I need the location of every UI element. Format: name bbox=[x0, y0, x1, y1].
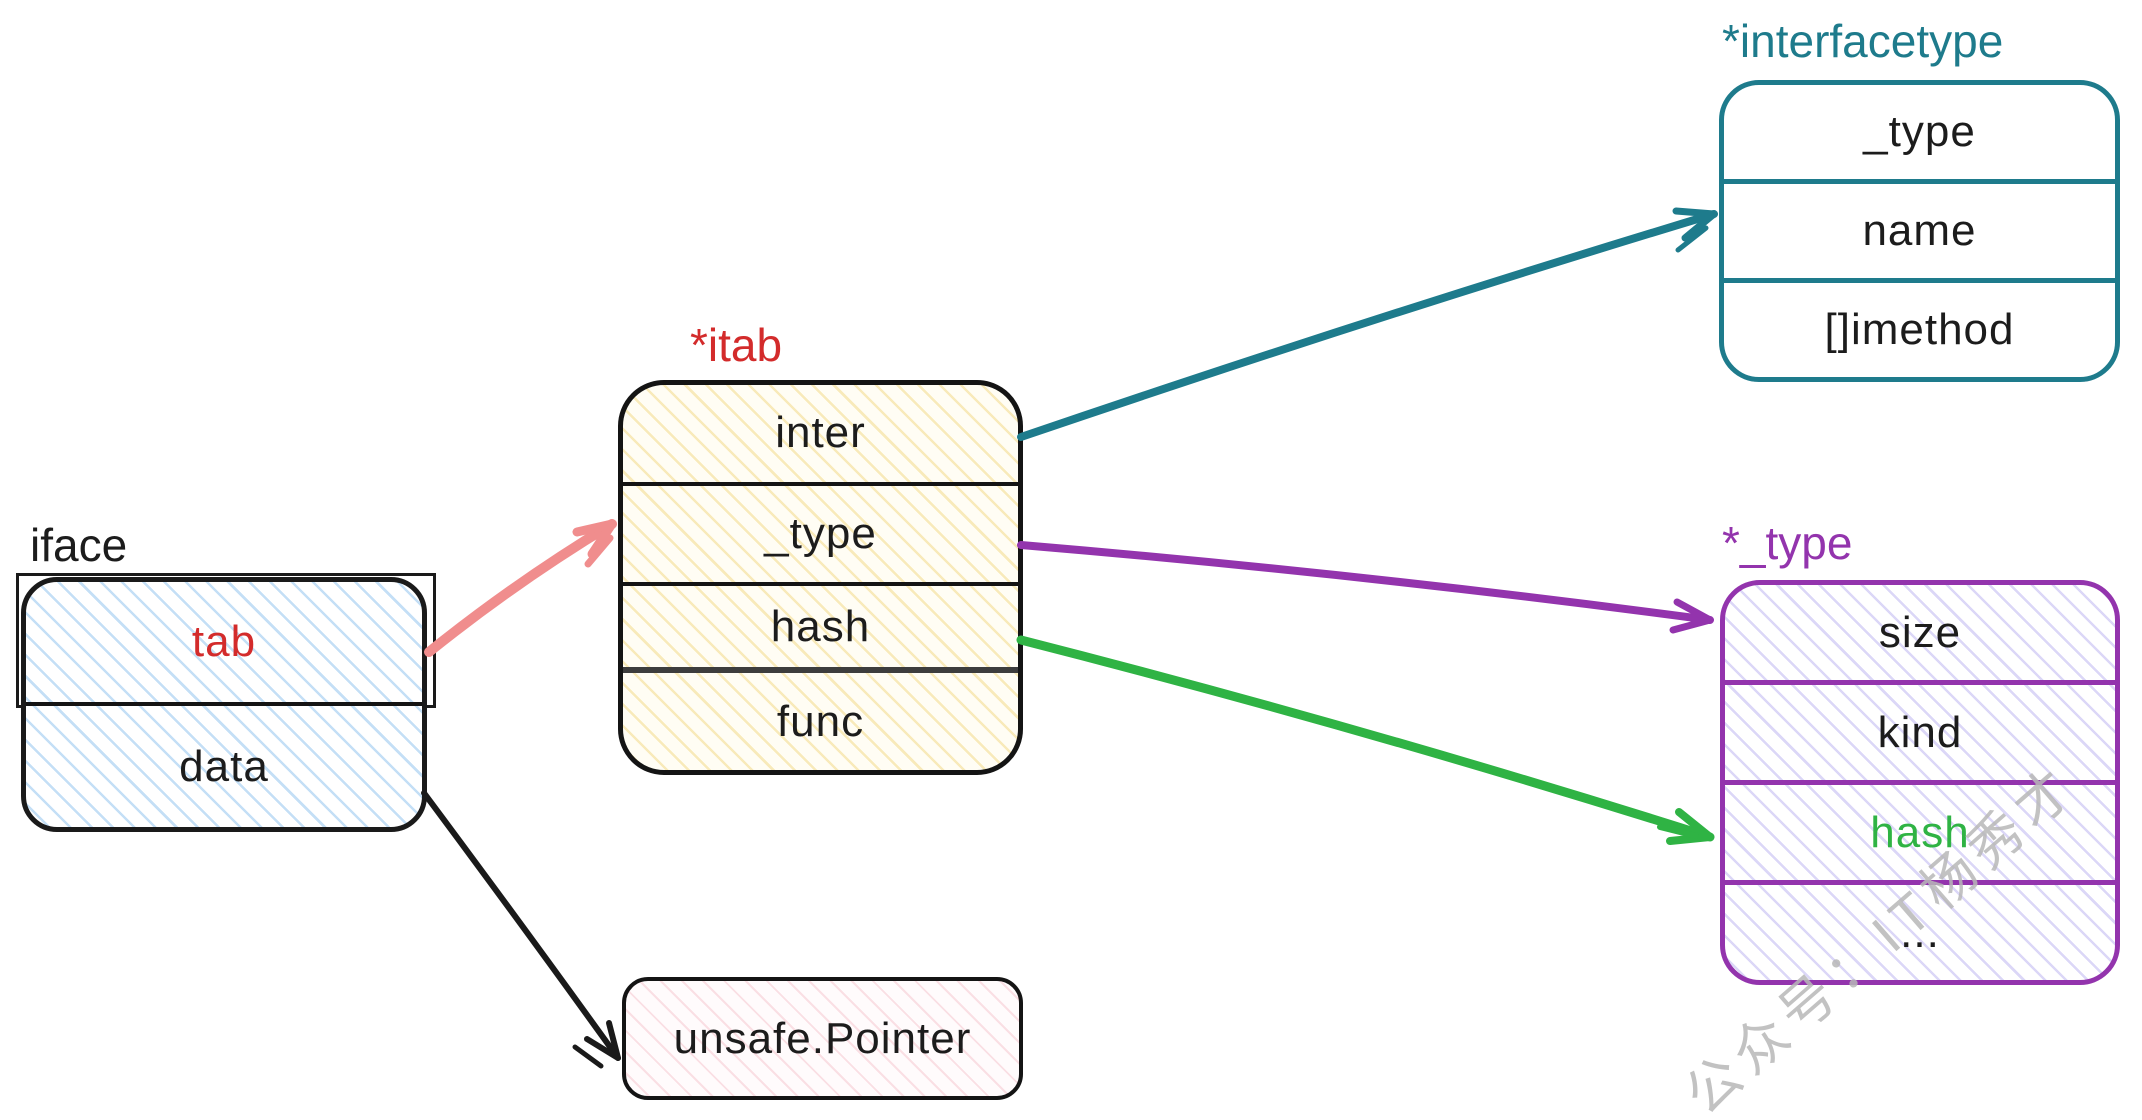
itab-row-hash: hash bbox=[623, 582, 1018, 667]
interfacetype-field-name: name bbox=[1862, 206, 1977, 255]
itab-row-inter: inter bbox=[623, 385, 1018, 482]
inter-to-interfacetype-arrow bbox=[1017, 207, 1718, 441]
type-field-size: size bbox=[1878, 607, 1962, 657]
unsafe-pointer-field: unsafe.Pointer bbox=[673, 1013, 972, 1063]
itab-label: *itab bbox=[690, 319, 783, 371]
itab-field-type: _type bbox=[764, 509, 877, 558]
itab-node: inter _type hash func bbox=[618, 380, 1023, 775]
type-label: *_type bbox=[1722, 517, 1853, 569]
type-field-kind: kind bbox=[1877, 707, 1963, 757]
type-field-hash: hash bbox=[1870, 807, 1970, 857]
iface-label: iface bbox=[30, 519, 128, 571]
interfacetype-field-type: _type bbox=[1863, 107, 1976, 156]
itab-field-inter: inter bbox=[775, 408, 866, 458]
itab-row-type: _type bbox=[623, 481, 1018, 583]
data-to-unsafe-arrow bbox=[421, 790, 621, 1069]
itab-field-func: func bbox=[776, 696, 865, 746]
itab-row-func: func bbox=[623, 667, 1018, 770]
type-row-hash: hash bbox=[1725, 780, 2115, 880]
interfacetype-field-imethod: []imethod bbox=[1824, 305, 2015, 354]
type-row-ellipsis: ... bbox=[1725, 880, 2115, 980]
unsafe-pointer-node: unsafe.Pointer bbox=[622, 977, 1023, 1100]
itab-field-hash: hash bbox=[770, 601, 871, 651]
iface-field-tab: tab bbox=[191, 617, 257, 666]
interfacetype-row-name: name bbox=[1724, 179, 2115, 278]
interfacetype-row-type: _type bbox=[1724, 85, 2115, 179]
unsafe-pointer-row: unsafe.Pointer bbox=[626, 981, 1019, 1096]
iface-field-data: data bbox=[179, 741, 269, 791]
iface-row-tab: tab bbox=[26, 582, 422, 702]
interfacetype-label: *interfacetype bbox=[1722, 15, 2004, 67]
hash-to-hash-arrow bbox=[1016, 635, 1715, 845]
type-to-type-arrow bbox=[1017, 541, 1714, 634]
type-row-kind: kind bbox=[1725, 680, 2115, 780]
type-node: size kind hash ... bbox=[1720, 580, 2120, 985]
interfacetype-node: _type name []imethod bbox=[1719, 80, 2120, 382]
type-row-size: size bbox=[1725, 585, 2115, 680]
iface-row-data: data bbox=[26, 702, 422, 827]
type-field-ellipsis: ... bbox=[1900, 907, 1940, 957]
tab-to-itab-arrow bbox=[424, 519, 617, 657]
iface-node: tab data bbox=[21, 577, 427, 832]
interfacetype-row-imethod: []imethod bbox=[1724, 278, 2115, 377]
